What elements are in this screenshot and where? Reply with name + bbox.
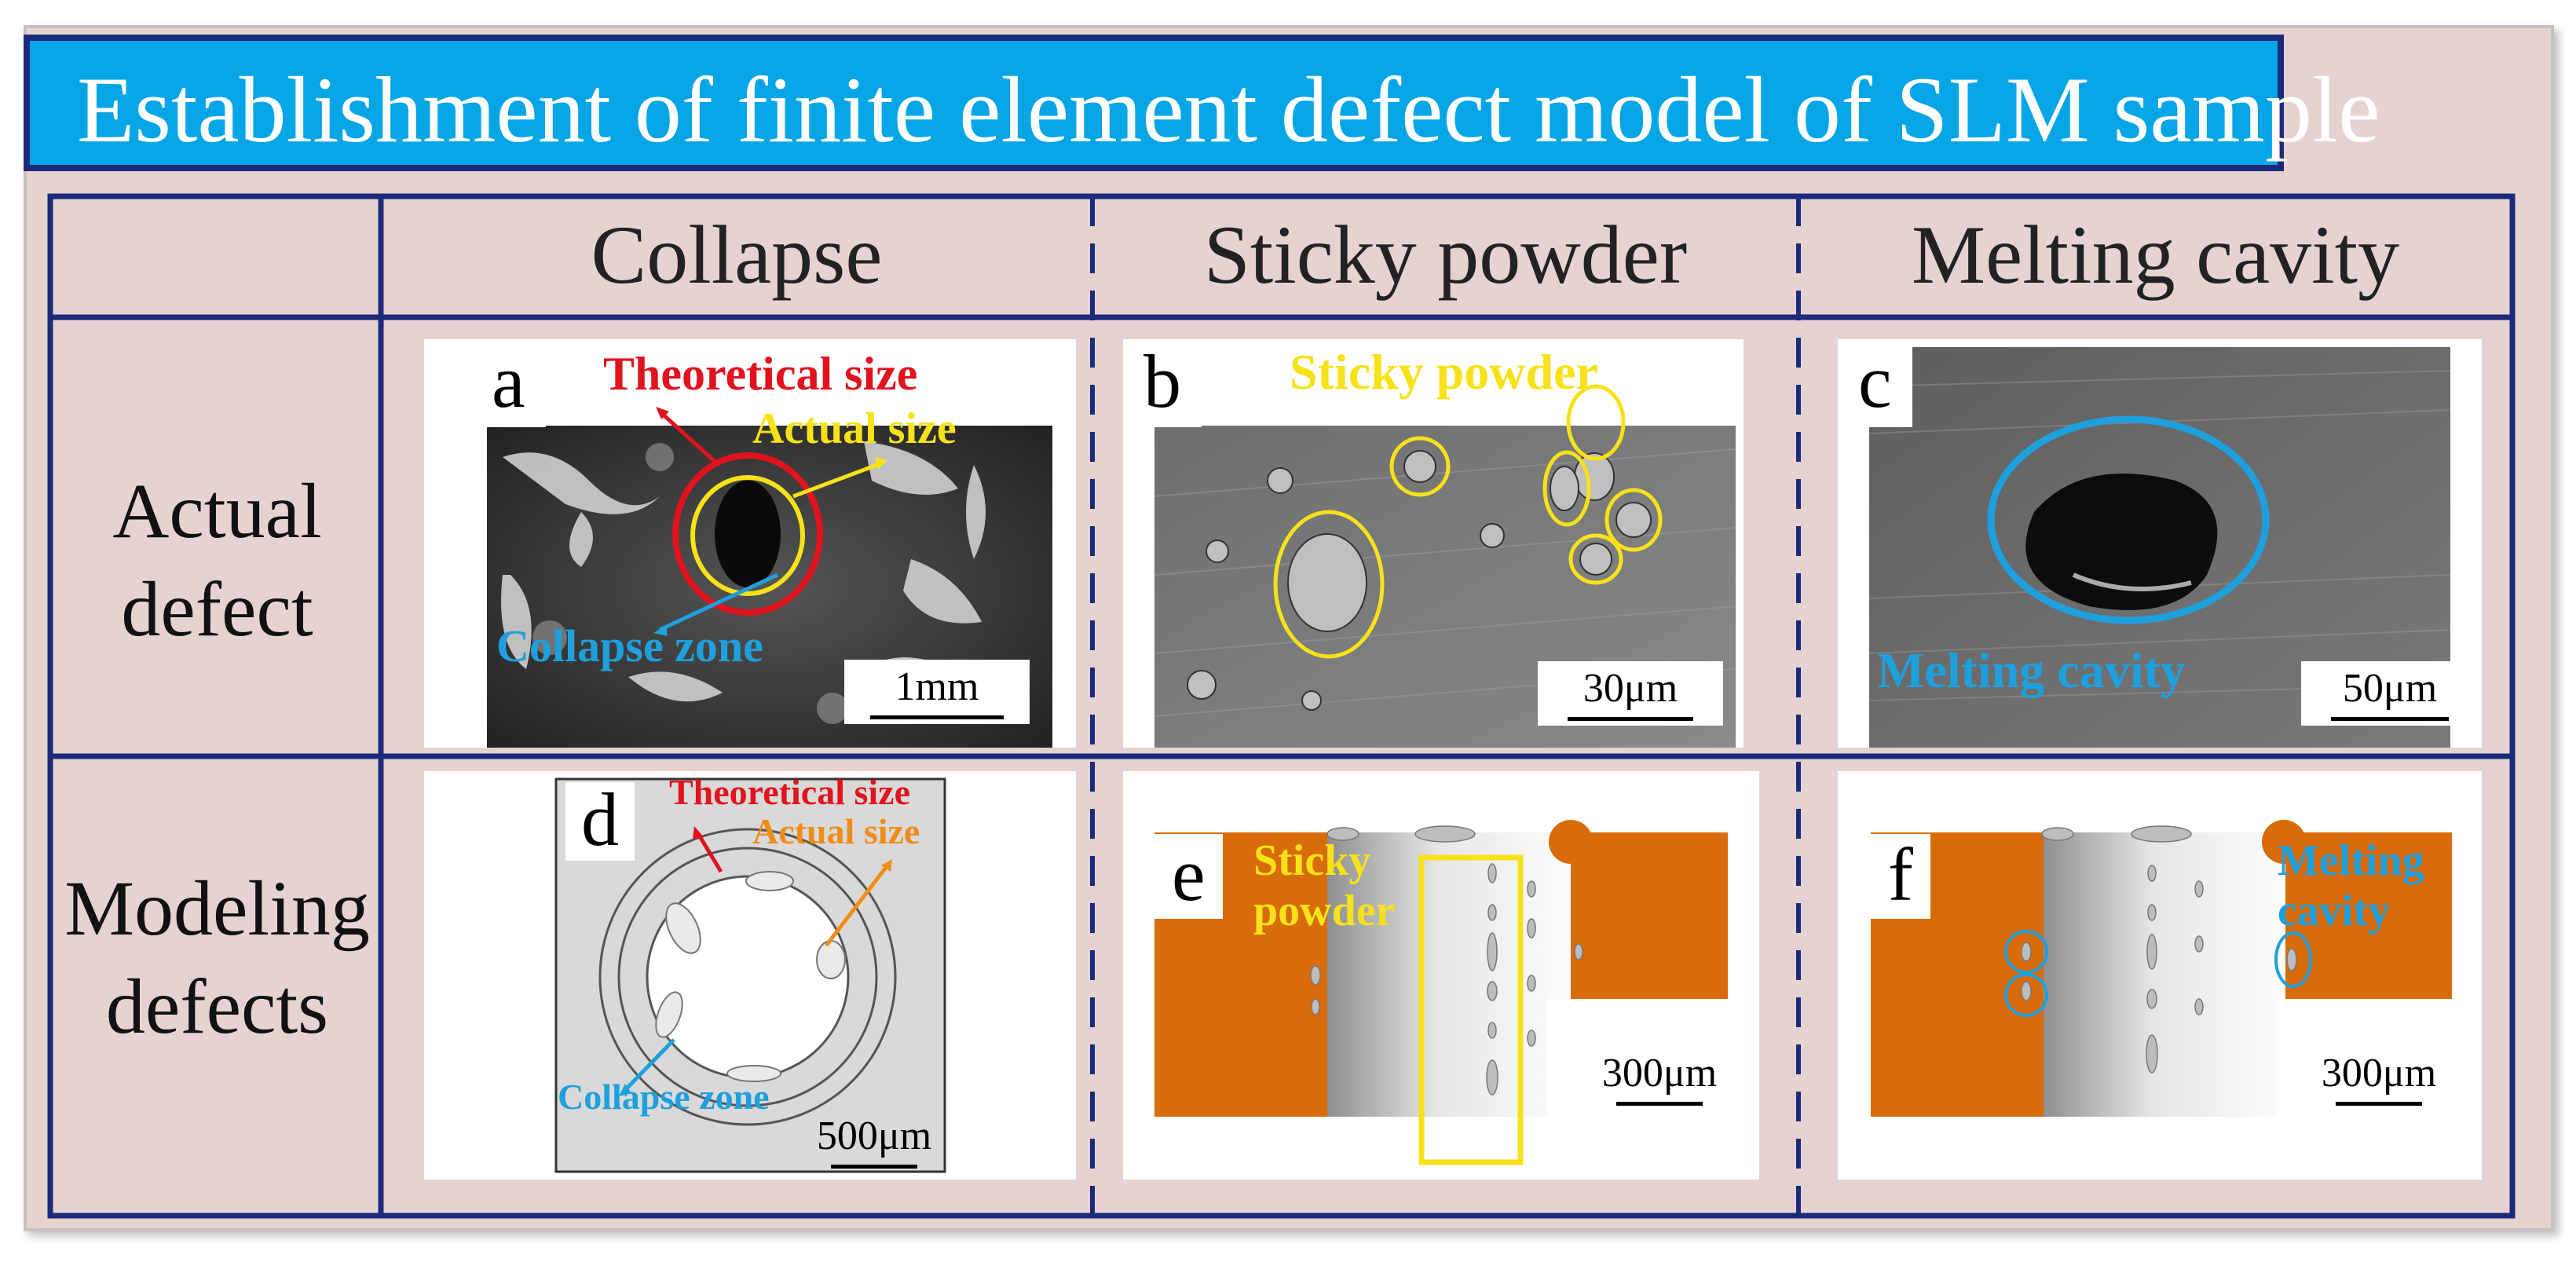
title-banner: Establishment of finite element defect m… xyxy=(24,35,2380,171)
row-label-modeling-defects: Modeling defects xyxy=(53,859,381,1055)
annotation-line: Melting xyxy=(2278,836,2424,885)
annotation-actual-size-a: Actual size xyxy=(752,404,957,453)
row-label-line: Modeling xyxy=(64,865,370,952)
column-header-collapse: Collapse xyxy=(591,209,883,301)
annotation-theoretical-size-a: Theoretical size xyxy=(603,348,918,400)
scale-bar-line xyxy=(1568,717,1693,722)
scale-bar-line xyxy=(2331,717,2449,722)
scale-bar-line xyxy=(1616,1102,1703,1107)
annotation-theoretical-size-d: Theoretical size xyxy=(669,772,910,812)
annotation-melting-cavity-f: Melting cavity xyxy=(2278,836,2424,937)
panel-f-model: f Melting cavity 300μm xyxy=(1838,771,2482,1180)
annotation-collapse-zone-a: Collapse zone xyxy=(496,620,763,671)
column-header-sticky-powder: Sticky powder xyxy=(1203,209,1688,301)
scale-bar-e: 300μm xyxy=(1579,1046,1740,1110)
scale-bar-line xyxy=(831,1165,917,1169)
panel-letter-e: e xyxy=(1154,834,1223,919)
annotation-line: cavity xyxy=(2278,887,2391,936)
panel-d-model: d Theoretical size Actual size Collapse … xyxy=(424,771,1076,1180)
row-label-line: defects xyxy=(105,963,329,1050)
panel-letter-a: a xyxy=(471,339,546,427)
panel-letter-f: f xyxy=(1871,834,1930,919)
annotation-sticky-powder-e: Sticky powder xyxy=(1253,836,1395,937)
column-header-melting-cavity: Melting cavity xyxy=(1911,209,2400,301)
scale-label: 300μm xyxy=(1601,1051,1718,1096)
panel-letter-c: c xyxy=(1838,339,1912,427)
panel-e-model: e Sticky powder 300μm xyxy=(1123,771,1759,1180)
annotation-melting-cavity-c: Melting cavity xyxy=(1877,642,2186,698)
melting-cavity-model-image xyxy=(1871,820,2452,1117)
panel-letter-b: b xyxy=(1123,339,1202,427)
panel-letter-d: d xyxy=(565,782,635,861)
scale-bar-f: 300μm xyxy=(2298,1046,2460,1110)
annotation-sticky-powder-b: Sticky powder xyxy=(1290,344,1598,400)
panel-a-micrograph: a Theoretical size Actual size Collapse … xyxy=(424,339,1076,748)
scale-label: 50μm xyxy=(2342,666,2438,711)
panel-c-micrograph: c Melting cavity 50μm xyxy=(1838,339,2482,748)
melting-cavity-micrograph-image xyxy=(1868,347,2451,748)
row-label-actual-defect: Actual defect xyxy=(53,462,381,658)
scale-bar-b: 30μm xyxy=(1538,661,1723,726)
collapse-model-image xyxy=(554,777,946,1173)
row-label-line: Actual xyxy=(112,467,322,554)
scale-bar-line xyxy=(2336,1102,2422,1107)
scale-bar-c: 50μm xyxy=(2301,661,2479,726)
figure-title: Establishment of finite element defect m… xyxy=(77,57,2380,162)
sticky-powder-model-image xyxy=(1154,820,1728,1165)
scale-label: 300μm xyxy=(2321,1051,2437,1096)
annotation-line: powder xyxy=(1253,887,1396,936)
panel-b-micrograph: b Sticky powder 30μm xyxy=(1123,339,1744,748)
annotation-line: Sticky xyxy=(1253,836,1371,885)
scale-bar-line xyxy=(870,715,1004,720)
scale-label: 30μm xyxy=(1583,666,1678,711)
annotation-actual-size-d: Actual size xyxy=(752,811,920,851)
scale-label: 500μm xyxy=(816,1114,932,1158)
annotation-collapse-zone-d: Collapse zone xyxy=(558,1077,770,1117)
scale-bar-a: 1mm xyxy=(844,660,1030,725)
scale-bar-d: 500μm xyxy=(793,1109,955,1173)
row-label-line: defect xyxy=(121,565,313,653)
scale-label: 1mm xyxy=(895,664,979,709)
